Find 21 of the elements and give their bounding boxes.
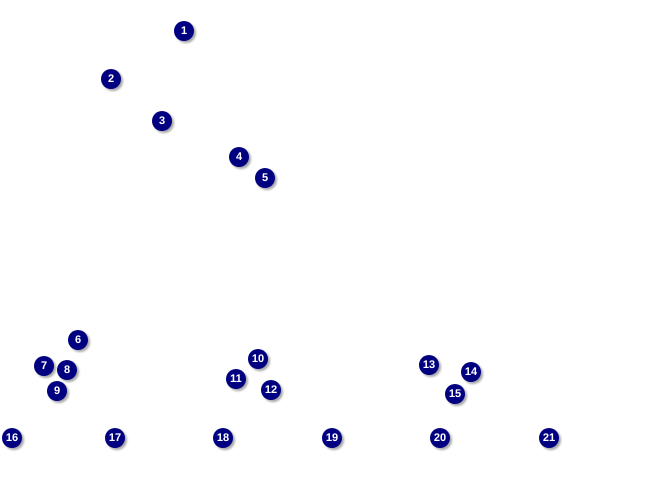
callout-number: 17	[105, 428, 125, 448]
callout-number: 7	[34, 356, 54, 376]
callout-number: 13	[419, 355, 439, 375]
callout-number: 18	[213, 428, 233, 448]
callout-number: 14	[461, 362, 481, 382]
callout-number: 11	[226, 369, 246, 389]
callout-number: 20	[430, 428, 450, 448]
callout-number: 19	[322, 428, 342, 448]
callout-number: 9	[47, 381, 67, 401]
callout-number: 10	[248, 349, 268, 369]
callout-number: 6	[68, 330, 88, 350]
callout-number: 5	[255, 168, 275, 188]
callout-number: 1	[174, 21, 194, 41]
callout-number: 21	[539, 428, 559, 448]
callout-number: 2	[101, 69, 121, 89]
callout-number: 8	[57, 360, 77, 380]
callout-number: 15	[445, 384, 465, 404]
callout-number: 3	[152, 111, 172, 131]
callout-number: 4	[229, 147, 249, 167]
callout-number: 12	[261, 380, 281, 400]
callout-number: 16	[2, 428, 22, 448]
